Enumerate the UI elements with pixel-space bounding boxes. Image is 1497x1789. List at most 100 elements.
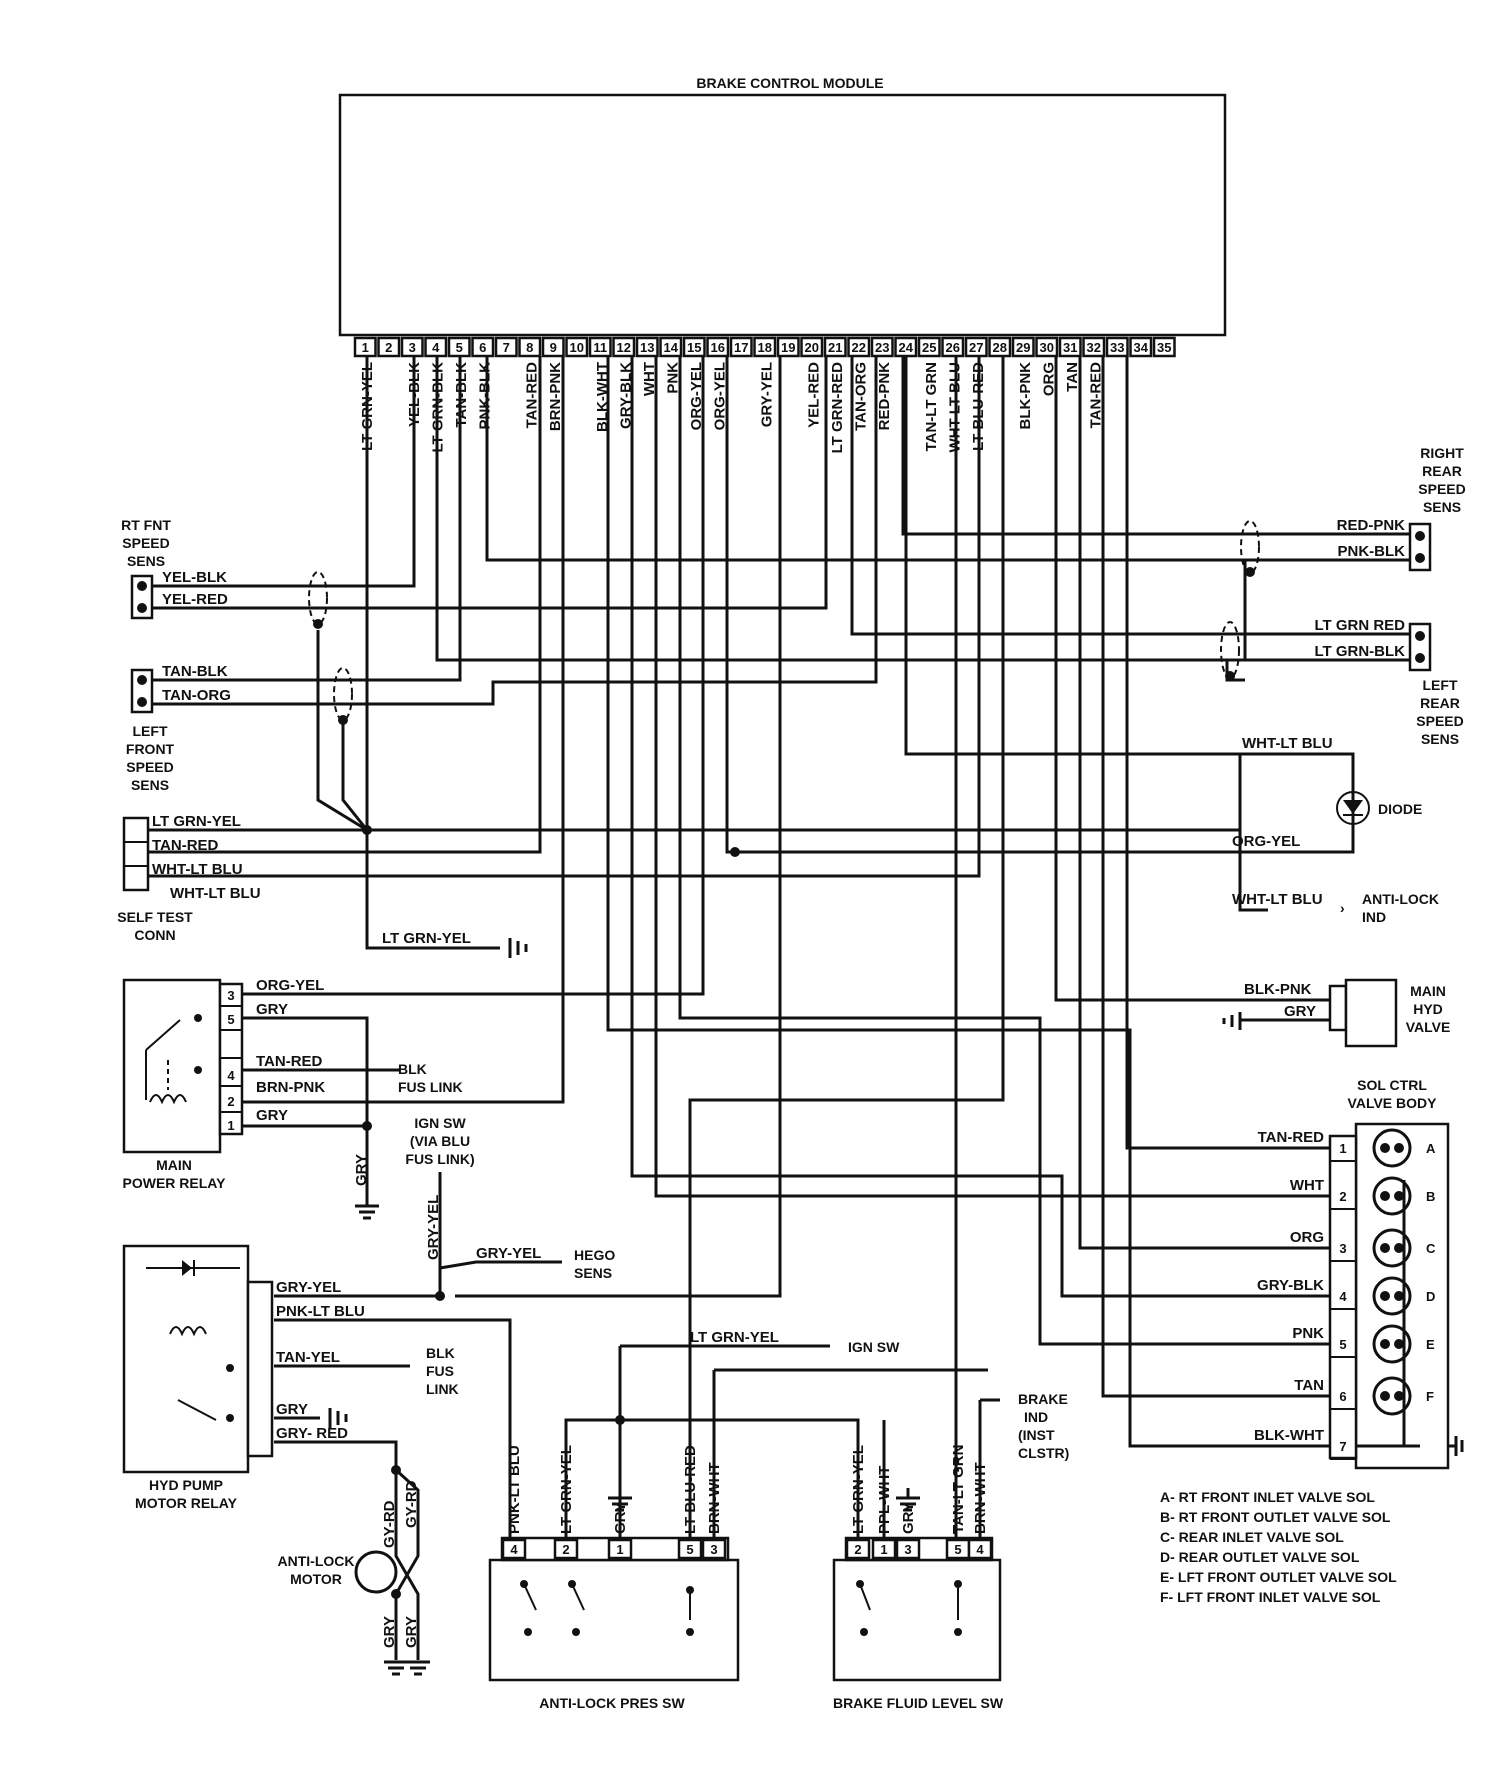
module-pin-number: 12 [617,340,631,355]
sol-title-2: VALVE BODY [1348,1095,1438,1111]
solenoid-dot [1394,1291,1404,1301]
switch-pin-number: 5 [954,1542,961,1557]
lf-title-3: SPEED [126,759,173,775]
module-box [338,93,1227,337]
solenoid-icon [1372,1276,1412,1316]
solenoid-dot [1394,1391,1404,1401]
module-pin-number: 29 [1016,340,1030,355]
hpr-title-2: MOTOR RELAY [135,1495,238,1511]
lr-title-2: REAR [1420,695,1460,711]
module-wire-label: GRY-YEL [758,362,775,427]
module-wire-label: LT GRN-RED [829,362,846,454]
sol-wire-label: TAN [1294,1377,1324,1394]
legend-item: D- REAR OUTLET VALVE SOL [1160,1549,1360,1565]
rr-shield [1240,520,1260,574]
switch-pin-box [701,1538,727,1560]
brake-ind-1: BRAKE [1018,1391,1068,1407]
sol-pin-number: 3 [1339,1241,1346,1256]
module-pin-number: 20 [805,340,819,355]
module-pin-box [776,336,800,358]
module-pin-box [588,336,612,358]
lf-connector [130,668,154,714]
module-pin-number: 2 [385,340,392,355]
legend-item: A- RT FRONT INLET VALVE SOL [1160,1489,1375,1505]
sol-wire-label: WHT [1290,1177,1324,1194]
arrow-head: › [1340,900,1345,916]
hego-label-2: SENS [574,1265,612,1281]
module-pin-number: 25 [922,340,936,355]
mhv-title-2: HYD [1413,1001,1443,1017]
splice-dot [391,1465,401,1475]
valve-letter: E [1426,1337,1435,1352]
switch-pin-number: 1 [616,1542,623,1557]
switch-wire-label: GRY [900,1502,917,1534]
module-pin-number: 26 [946,340,960,355]
switch-wire-label: BRN-WHT [972,1462,989,1534]
module-pin-number: 8 [526,340,533,355]
ground-icon [896,1488,920,1512]
module-pin-box [635,336,659,358]
switch-wire-label: PNK-LT BLU [506,1445,523,1534]
module-pin-box [1082,336,1106,358]
motor-icon [354,1550,398,1594]
module-wire-label: YEL-RED [805,362,822,428]
diode-icon [1336,791,1370,825]
module-pin-box [870,336,894,358]
lr-wire-2: LT GRN-BLK [1314,643,1405,660]
module-pin-number: 18 [758,340,772,355]
hpr-terminal-block [246,1280,274,1458]
solenoid-icon [1372,1128,1412,1168]
st-wire-4: WHT-LT BLU [170,885,261,902]
motor-title-2: MOTOR [290,1571,342,1587]
sol-pin-number: 6 [1339,1389,1346,1404]
diode-label: DIODE [1378,801,1422,817]
module-pin-box [988,336,1012,358]
anti-lock-motor: ANTI-LOCK MOTOR GY-RD GY-RD GRY GRY [278,1465,430,1676]
mpr-title-2: POWER RELAY [123,1175,227,1191]
hpr-wire-2: PNK-LT BLU [276,1303,365,1320]
rr-connector [1408,522,1432,572]
module-wire-label: PNK [664,362,681,394]
lf-wire-1: TAN-BLK [162,663,228,680]
lr-terminal [1415,653,1425,663]
sol-ctrl-valve-body: SOL CTRL VALVE BODY 1TAN-REDA2WHTB3ORGC4… [1254,1077,1464,1470]
switch-wire-label: LT GRN-YEL [850,1445,867,1534]
bfl-title: BRAKE FLUID LEVEL SW [833,1695,1004,1711]
switch-pin-number: 2 [562,1542,569,1557]
mpr-pin-1: 1 [227,1118,234,1133]
switch-pin-box [607,1538,633,1560]
module-pin-number: 23 [875,340,889,355]
module-pin-number: 28 [993,340,1007,355]
solenoid-icon [1372,1228,1412,1268]
diode-wire-2: ORG-YEL [1232,833,1300,850]
valve-letter: F [1426,1389,1434,1404]
sol-pin-number: 1 [1339,1141,1346,1156]
mpr-body [122,978,222,1154]
ground-icon [355,1198,379,1220]
module-wire-label: TAN-LT GRN [923,362,940,451]
module-title: BRAKE CONTROL MODULE [696,75,883,91]
mhv-title-3: VALVE [1406,1019,1451,1035]
module-pin-number: 34 [1134,340,1149,355]
brake-ind: BRAKE IND (INST CLSTR) [1018,1391,1069,1461]
mpr-pin-4: 4 [227,1068,235,1083]
solenoid-dot [1394,1243,1404,1253]
module-wire-label: RED-PNK [876,362,893,431]
motor-title-1: ANTI-LOCK [278,1553,355,1569]
module-pin-number: 13 [640,340,654,355]
lf-title-2: FRONT [126,741,175,757]
splice-dot [391,1589,401,1599]
mhv-title-1: MAIN [1410,983,1446,999]
motor-wire-3: GRY [381,1616,398,1648]
lr-shield [1220,621,1240,679]
module-pin-number: 35 [1157,340,1171,355]
rf-terminal [137,581,147,591]
module-pin-box [612,336,636,358]
ground-icon [508,938,528,958]
module-wire-label: ORG-YEL [711,362,728,430]
switch-pin-number: 2 [854,1542,861,1557]
lr-wire-1: LT GRN RED [1314,617,1405,634]
